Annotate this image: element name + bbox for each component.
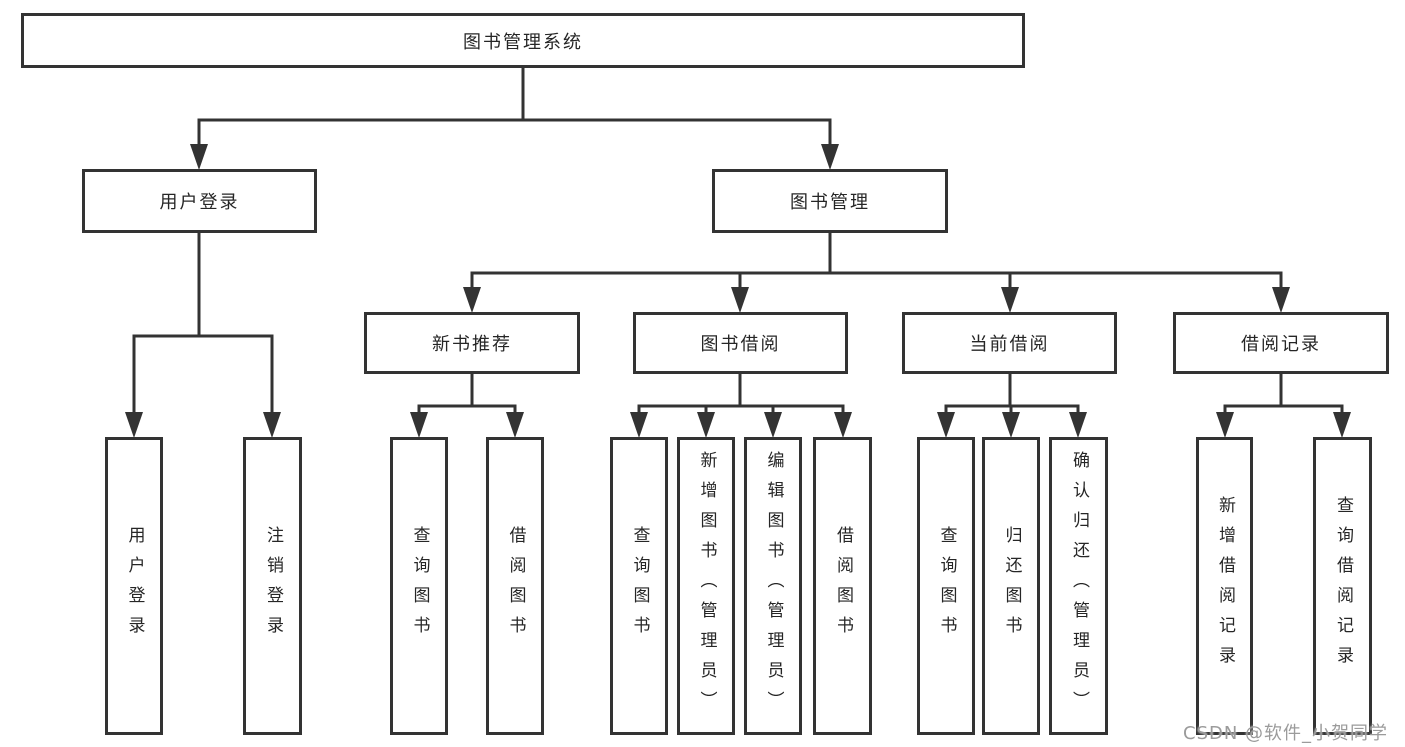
node-user-login-label: 用户登录: [159, 192, 240, 213]
leaf-cb-query-books-label: 查询图书: [936, 526, 957, 646]
edge-book-borrow-to-leaves: [637, 374, 845, 420]
leaf-bb-add-books-admin: 新增图书（管理员）: [677, 437, 735, 735]
leaf-bb-borrow-books-label: 借阅图书: [833, 526, 853, 646]
edge-new-book-recommend-to-leaves: [417, 374, 517, 420]
node-root-label: 图书管理系统: [463, 31, 583, 53]
node-borrow-records: 借阅记录: [1173, 312, 1389, 374]
leaf-nb-query-books-label: 查询图书: [409, 526, 430, 646]
leaf-br-add-record: 新增借阅记录: [1196, 437, 1253, 735]
node-user-login: 用户登录: [82, 169, 317, 233]
leaf-cb-return-books-label: 归还图书: [1001, 526, 1022, 646]
leaf-br-query-record-label: 查询借阅记录: [1333, 496, 1353, 676]
leaf-br-query-record: 查询借阅记录: [1313, 437, 1372, 735]
node-current-borrow: 当前借阅: [902, 312, 1117, 374]
arrowheads: [125, 144, 1351, 438]
edge-borrow-records-to-leaves: [1223, 374, 1344, 420]
leaf-nb-borrow-books-label: 借阅图书: [505, 526, 526, 646]
node-new-book-recommend-label: 新书推荐: [432, 334, 512, 355]
leaf-cb-return-books: 归还图书: [982, 437, 1040, 735]
node-book-borrow-label: 图书借阅: [700, 334, 781, 355]
leaf-bb-query-books: 查询图书: [610, 437, 668, 735]
node-book-borrow: 图书借阅: [633, 312, 848, 374]
leaf-logout-label: 注销登录: [263, 526, 283, 646]
leaf-nb-borrow-books: 借阅图书: [486, 437, 544, 735]
leaf-bb-add-books-admin-label: 新增图书（管理员）: [696, 451, 717, 721]
node-borrow-records-label: 借阅记录: [1241, 334, 1321, 355]
edge-book-management-to-level3: [470, 233, 1283, 294]
leaf-user-login: 用户登录: [105, 437, 163, 735]
edge-root-to-level2: [197, 68, 832, 150]
leaf-nb-query-books: 查询图书: [390, 437, 448, 735]
node-new-book-recommend: 新书推荐: [364, 312, 580, 374]
leaf-bb-borrow-books: 借阅图书: [813, 437, 872, 735]
leaf-cb-confirm-return-admin: 确认归还（管理员）: [1049, 437, 1108, 735]
leaf-user-login-label: 用户登录: [124, 526, 145, 646]
node-root: 图书管理系统: [21, 13, 1025, 68]
leaf-br-add-record-label: 新增借阅记录: [1215, 496, 1235, 676]
leaf-logout: 注销登录: [243, 437, 302, 735]
leaf-cb-query-books: 查询图书: [917, 437, 975, 735]
edge-user-login-to-leaves: [132, 233, 274, 420]
leaf-bb-edit-books-admin-label: 编辑图书（管理员）: [763, 451, 784, 721]
node-book-management: 图书管理: [712, 169, 948, 233]
leaf-bb-edit-books-admin: 编辑图书（管理员）: [744, 437, 802, 735]
leaf-cb-confirm-return-admin-label: 确认归还（管理员）: [1069, 451, 1089, 721]
csdn-watermark: CSDN @软件_小贺同学: [1183, 723, 1389, 744]
node-book-management-label: 图书管理: [790, 192, 870, 213]
leaf-bb-query-books-label: 查询图书: [629, 526, 650, 646]
node-current-borrow-label: 当前借阅: [969, 334, 1050, 355]
